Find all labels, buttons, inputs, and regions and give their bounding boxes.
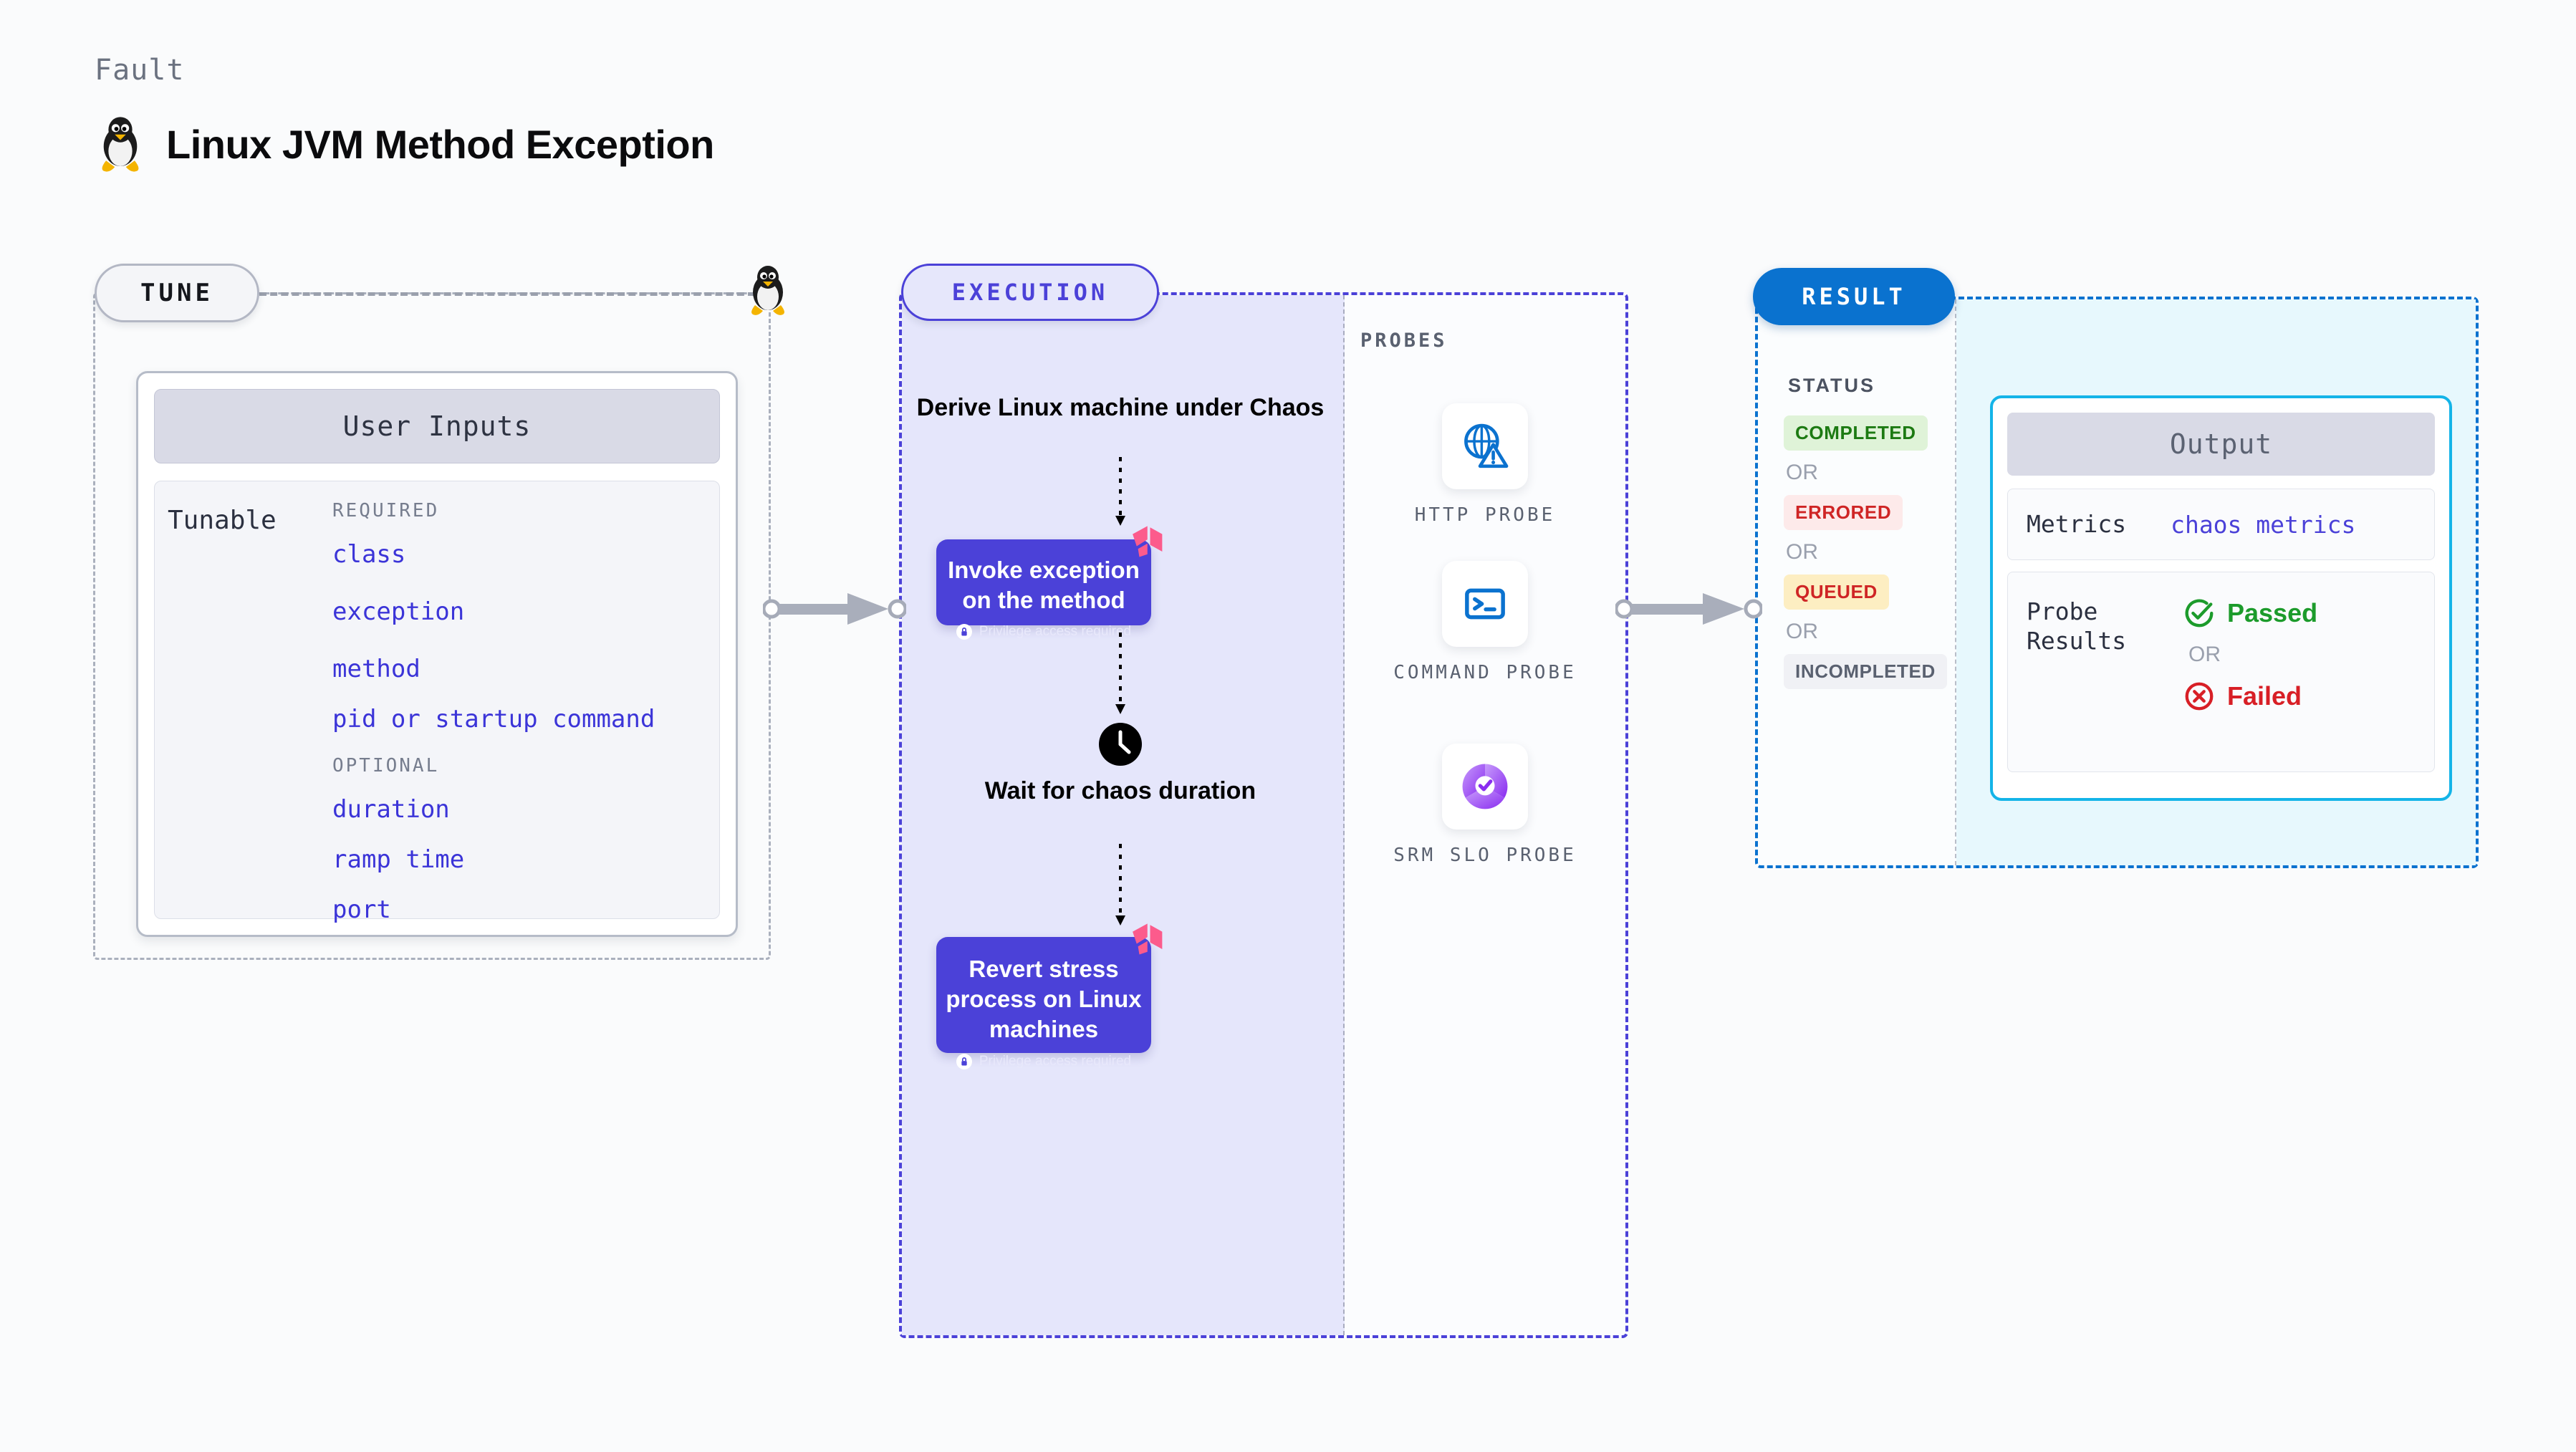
tunable-list: REQUIRED class exception method pid or s…	[332, 500, 712, 924]
user-inputs-card: User Inputs Tunable REQUIRED class excep…	[136, 371, 738, 937]
srm-slo-check-icon	[1442, 744, 1528, 830]
tunable-item[interactable]: duration	[332, 795, 450, 824]
output-title: Output	[2007, 413, 2435, 476]
execution-step-revert-note: Privilege access required	[936, 1053, 1151, 1069]
fault-kicker: Fault	[95, 54, 185, 87]
lock-icon	[956, 1053, 972, 1069]
tune-linux-tux-icon	[745, 264, 791, 317]
connector-tune-to-execution	[763, 593, 906, 625]
probe-srm-slo-label: SRM SLO PROBE	[1393, 845, 1577, 866]
tunable-group-title-optional: OPTIONAL	[332, 755, 440, 777]
or-separator: OR	[1786, 540, 1818, 564]
flow-arrow-2	[1115, 633, 1125, 714]
execution-step-wait-label: Wait for chaos duration	[984, 777, 1256, 804]
execution-step-derive-label: Derive Linux machine under Chaos	[916, 394, 1325, 421]
tunable-card: Tunable REQUIRED class exception method …	[154, 481, 720, 924]
tunable-item[interactable]: ramp time	[332, 845, 465, 874]
user-inputs-title: User Inputs	[154, 389, 720, 463]
execution-step-invoke-title: Invoke exception on the method	[948, 557, 1140, 614]
metrics-label: Metrics	[2027, 510, 2127, 539]
verdict-failed-label: Failed	[2227, 681, 2302, 711]
execution-pill[interactable]: EXECUTION	[901, 264, 1159, 321]
probe-command-label: COMMAND PROBE	[1393, 662, 1577, 683]
probe-command[interactable]: COMMAND PROBE	[1342, 561, 1628, 686]
probes-column: PROBES HTTP PROBE	[1342, 292, 1628, 1338]
result-pill[interactable]: RESULT	[1753, 268, 1955, 325]
tunable-item[interactable]: port	[332, 895, 391, 924]
output-probe-results-row: Probe Results Passed OR Faile	[2007, 572, 2435, 772]
verdict-passed-label: Passed	[2227, 598, 2318, 628]
status-title: STATUS	[1788, 375, 1875, 396]
tunable-item[interactable]: exception	[332, 597, 465, 626]
clock-icon	[1099, 723, 1142, 766]
execution-step-revert-title: Revert stress process on Linux machines	[946, 956, 1142, 1043]
execution-flow: Derive Linux machine under Chaos Invoke …	[899, 292, 1342, 1338]
lock-icon	[956, 624, 972, 640]
status-list: COMPLETED OR ERRORED OR QUEUED OR INCOMP…	[1784, 415, 1977, 689]
tunable-group-title-required: REQUIRED	[332, 500, 440, 521]
verdict-failed: Failed	[2183, 680, 2317, 713]
execution-panel-fill	[902, 295, 1345, 1335]
linux-tux-icon	[95, 115, 146, 173]
probe-http[interactable]: HTTP PROBE	[1342, 403, 1628, 528]
or-separator: OR	[2188, 643, 2221, 666]
status-badge: QUEUED	[1784, 574, 1889, 610]
execution-step-invoke-note: Privilege access required	[936, 624, 1151, 640]
result-status-column	[1758, 299, 1956, 865]
or-separator: OR	[1786, 620, 1818, 643]
tunable-item[interactable]: method	[332, 655, 420, 683]
tunable-label: Tunable	[168, 506, 277, 535]
flow-arrow-3	[1115, 844, 1125, 925]
tunable-item[interactable]: class	[332, 540, 406, 569]
probe-verdicts: Passed OR Failed	[2183, 597, 2317, 771]
status-badge: INCOMPLETED	[1784, 654, 1947, 689]
status-badge: COMPLETED	[1784, 415, 1928, 451]
metrics-value[interactable]: chaos metrics	[2171, 510, 2356, 539]
execution-step-revert-box[interactable]: Revert stress process on Linux machines …	[936, 923, 1163, 1069]
check-circle-icon	[2185, 599, 2214, 628]
harness-logo-icon	[1133, 526, 1163, 557]
page-title-text: Linux JVM Method Exception	[166, 121, 714, 167]
terminal-prompt-icon	[1442, 561, 1528, 647]
output-metrics-row: Metrics chaos metrics	[2007, 489, 2435, 560]
flow-arrow-1	[1115, 457, 1125, 526]
connector-execution-to-result	[1615, 593, 1762, 625]
probe-http-label: HTTP PROBE	[1414, 504, 1556, 526]
harness-logo-icon	[1133, 923, 1163, 955]
or-separator: OR	[1786, 461, 1818, 484]
page-title: Linux JVM Method Exception	[95, 115, 714, 173]
x-circle-icon	[2185, 682, 2214, 711]
probe-results-label: Probe Results	[2027, 597, 2127, 655]
verdict-passed: Passed	[2183, 597, 2317, 630]
execution-step-invoke-note-text: Privilege access required	[979, 624, 1132, 640]
status-badge: ERRORED	[1784, 495, 1903, 530]
output-card: Output Metrics chaos metrics Probe Resul…	[1990, 395, 2452, 801]
tune-connector-line	[259, 292, 755, 296]
probes-title: PROBES	[1360, 330, 1448, 352]
execution-step-invoke-box[interactable]: Invoke exception on the method Privilege…	[936, 526, 1163, 640]
globe-warning-icon	[1442, 403, 1528, 489]
tune-pill[interactable]: TUNE	[95, 264, 259, 322]
probe-srm-slo[interactable]: SRM SLO PROBE	[1342, 744, 1628, 868]
execution-step-revert-note-text: Privilege access required	[979, 1053, 1132, 1069]
tunable-item[interactable]: pid or startup command	[332, 705, 655, 734]
